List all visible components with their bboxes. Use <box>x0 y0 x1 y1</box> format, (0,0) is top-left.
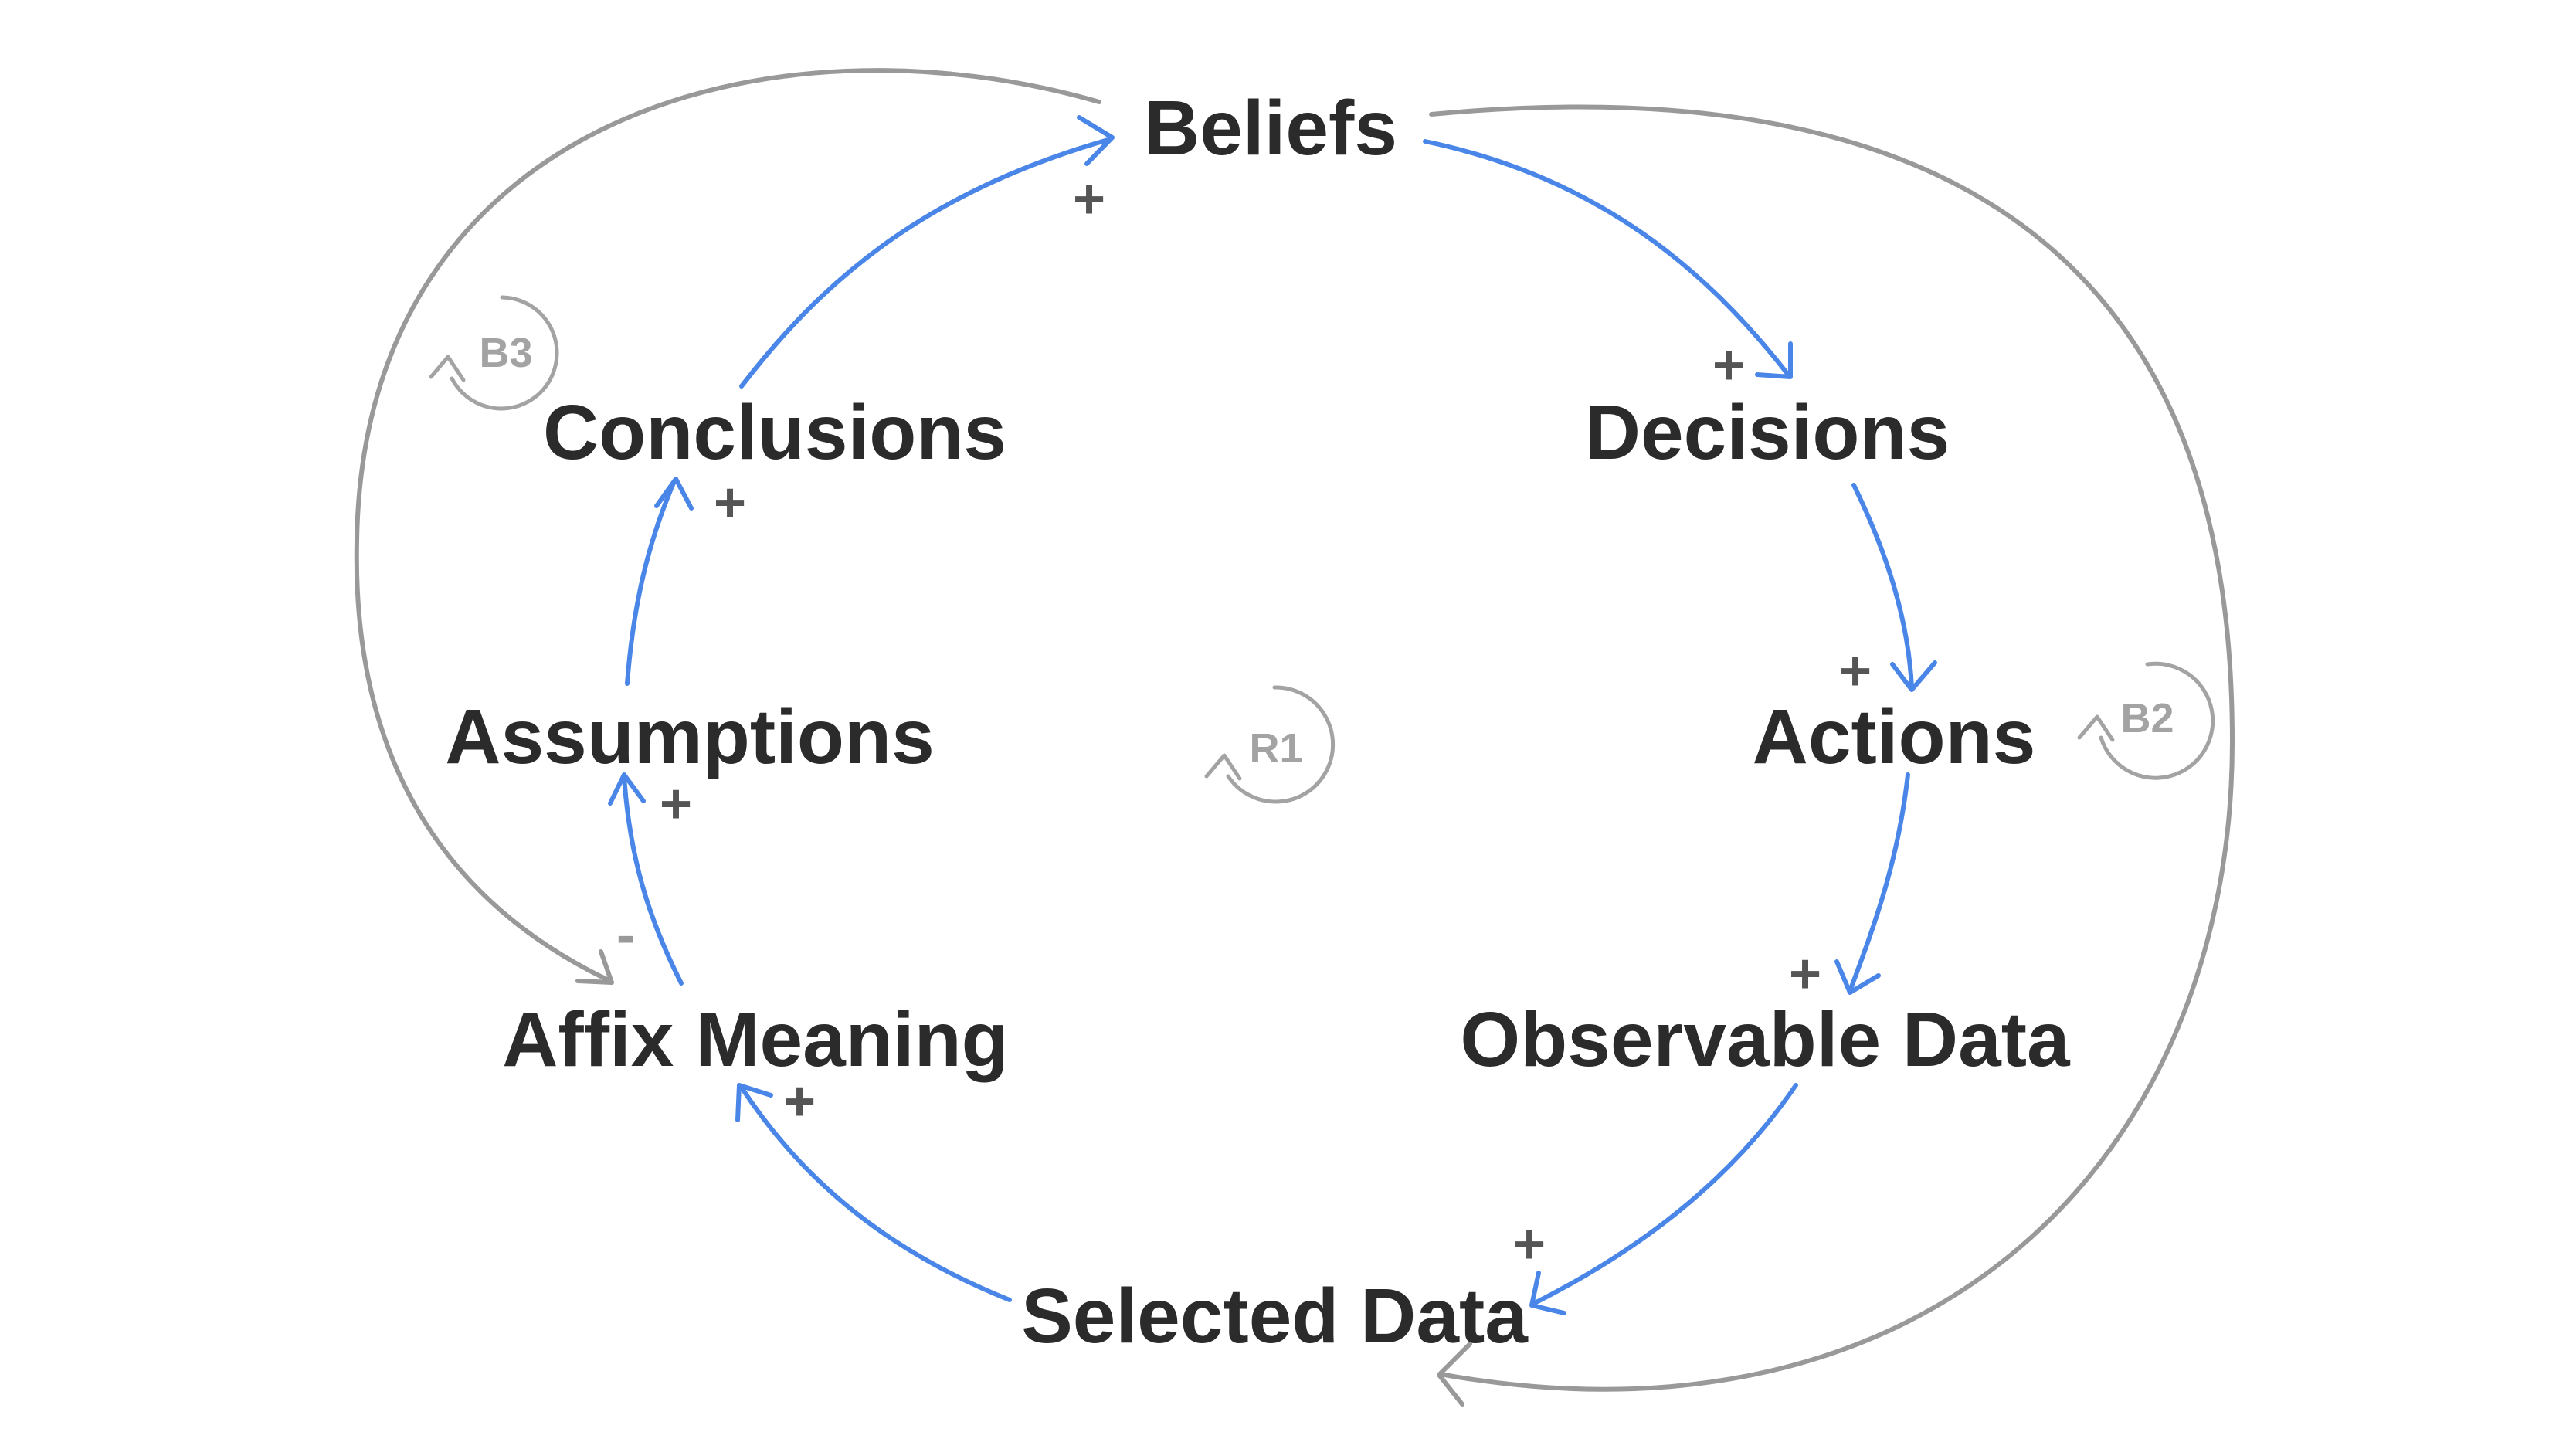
node-beliefs: Beliefs <box>1144 85 1397 171</box>
link-beliefs-to-affix-meaning <box>354 68 1101 985</box>
loop-label-r1: R1 <box>1249 725 1302 772</box>
polarity-decisions-to-actions: + <box>1839 640 1872 702</box>
link-conclusions-to-beliefs <box>739 115 1115 389</box>
node-observable-data: Observable Data <box>1460 996 2071 1083</box>
node-selected-data: Selected Data <box>1021 1273 1529 1359</box>
polarity-affix-meaning-to-assumptions: + <box>660 773 692 835</box>
link-beliefs-to-selected-data <box>1429 104 2235 1407</box>
node-decisions: Decisions <box>1585 389 1950 476</box>
node-actions: Actions <box>1753 694 2036 780</box>
link-beliefs-to-decisions <box>1423 139 1793 379</box>
link-observable-data-to-selected-data <box>1529 1083 1798 1315</box>
link-actions-to-observable-data <box>1834 772 1910 995</box>
polarity-beliefs-to-decisions: + <box>1712 334 1745 396</box>
polarity-selected-data-to-affix-meaning: + <box>783 1071 816 1132</box>
loop-marker-b3: B3 <box>429 295 559 411</box>
node-assumptions: Assumptions <box>445 694 934 780</box>
link-assumptions-to-conclusions <box>625 477 694 686</box>
polarity-observable-data-to-selected-data: + <box>1513 1213 1546 1275</box>
link-decisions-to-actions <box>1851 483 1937 692</box>
polarity-actions-to-observable-data: + <box>1789 943 1821 1005</box>
loop-marker-r1: R1 <box>1204 685 1336 804</box>
node-affix-meaning: Affix Meaning <box>502 996 1009 1083</box>
link-selected-data-to-affix-meaning <box>735 1083 1012 1302</box>
loop-label-b2: B2 <box>2120 695 2174 741</box>
node-conclusions: Conclusions <box>543 389 1006 476</box>
loop-marker-b2: B2 <box>2077 661 2215 780</box>
polarity-beliefs-to-affix-meaning: - <box>616 904 635 966</box>
link-affix-meaning-to-assumptions <box>608 772 684 986</box>
polarity-assumptions-to-conclusions: + <box>714 472 746 534</box>
polarity-conclusions-to-beliefs: + <box>1073 168 1105 230</box>
loop-label-b3: B3 <box>479 330 532 376</box>
